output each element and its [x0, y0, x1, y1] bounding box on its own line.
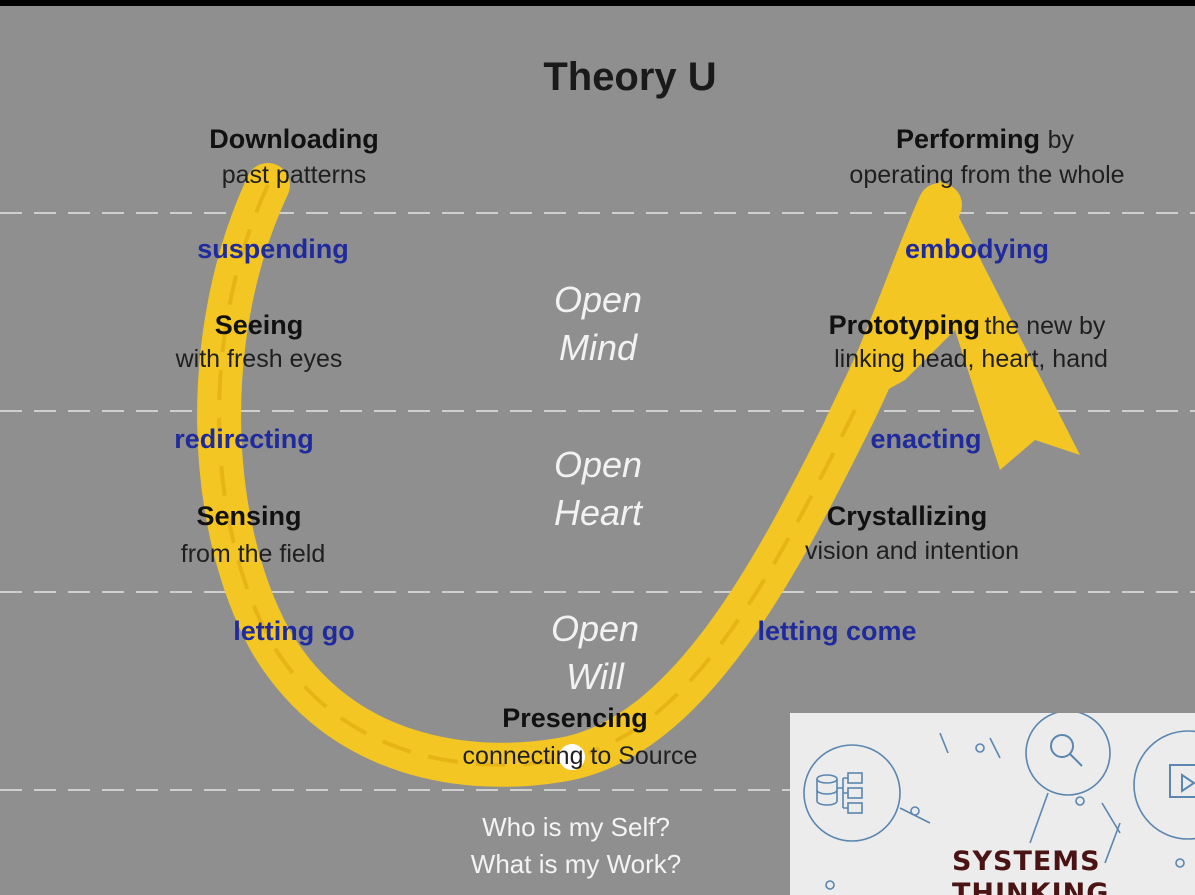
presentation-icon-circle [1133, 730, 1195, 840]
question-self: Who is my Self? [482, 812, 670, 842]
database-icon-circle [803, 744, 901, 842]
letting-come-label: letting come [757, 616, 917, 646]
open-will-line1: Open [550, 608, 640, 649]
presencing-point-icon [555, 740, 589, 774]
search-icon [1050, 734, 1083, 767]
prototyping-sub: linking head, heart, hand [834, 345, 1108, 373]
open-heart: Open Heart [554, 441, 642, 537]
downloading-label: Downloading [209, 124, 379, 154]
crystallizing-sub: vision and intention [804, 537, 1020, 565]
prototyping-rest: the new by [984, 312, 1106, 340]
systems-thinking-card: SYSTEMS THINKING [790, 713, 1195, 895]
brand-line1: SYSTEMS [952, 846, 1101, 877]
enacting-label: enacting [870, 424, 982, 454]
sensing-sub: from the field [180, 540, 326, 568]
page-title: Theory U [543, 55, 717, 99]
embodying-label: embodying [904, 234, 1050, 264]
open-mind: Open Mind [554, 276, 642, 372]
letting-go-label: letting go [233, 616, 355, 646]
database-icon [816, 772, 863, 814]
performing-line: Performing by [896, 124, 1074, 155]
open-will: Open Will [551, 605, 639, 701]
prototyping-line: Prototyping the new by [829, 310, 1106, 341]
presentation-icon [1169, 764, 1195, 798]
seeing-sub: with fresh eyes [175, 345, 343, 373]
open-mind-line1: Open [553, 279, 643, 320]
systems-thinking-logo-text: SYSTEMS THINKING [952, 846, 1109, 895]
downloading-sub: past patterns [221, 161, 367, 189]
card-decoration [803, 713, 1195, 890]
open-heart-line1: Open [553, 444, 643, 485]
seeing-label: Seeing [214, 310, 304, 340]
open-mind-line2: Mind [558, 327, 638, 368]
sensing-label: Sensing [196, 501, 302, 531]
question-work: What is my Work? [470, 849, 682, 879]
presencing-label: Presencing [502, 703, 648, 733]
u-arrow-head [825, 180, 1080, 470]
performing-sub: operating from the whole [849, 161, 1125, 189]
presencing-sub: connecting to Source [462, 742, 698, 770]
brand-line2: THINKING [952, 878, 1110, 895]
prototyping-label: Prototyping [828, 310, 981, 340]
search-icon-circle [1025, 713, 1111, 796]
open-heart-line2: Heart [553, 492, 643, 533]
redirecting-label: redirecting [174, 424, 314, 454]
top-border [0, 0, 1195, 6]
performing-label: Performing [896, 124, 1041, 154]
open-will-line2: Will [566, 656, 624, 697]
suspending-label: suspending [197, 234, 349, 264]
performing-by: by [1047, 126, 1074, 154]
crystallizing-label: Crystallizing [826, 501, 988, 531]
